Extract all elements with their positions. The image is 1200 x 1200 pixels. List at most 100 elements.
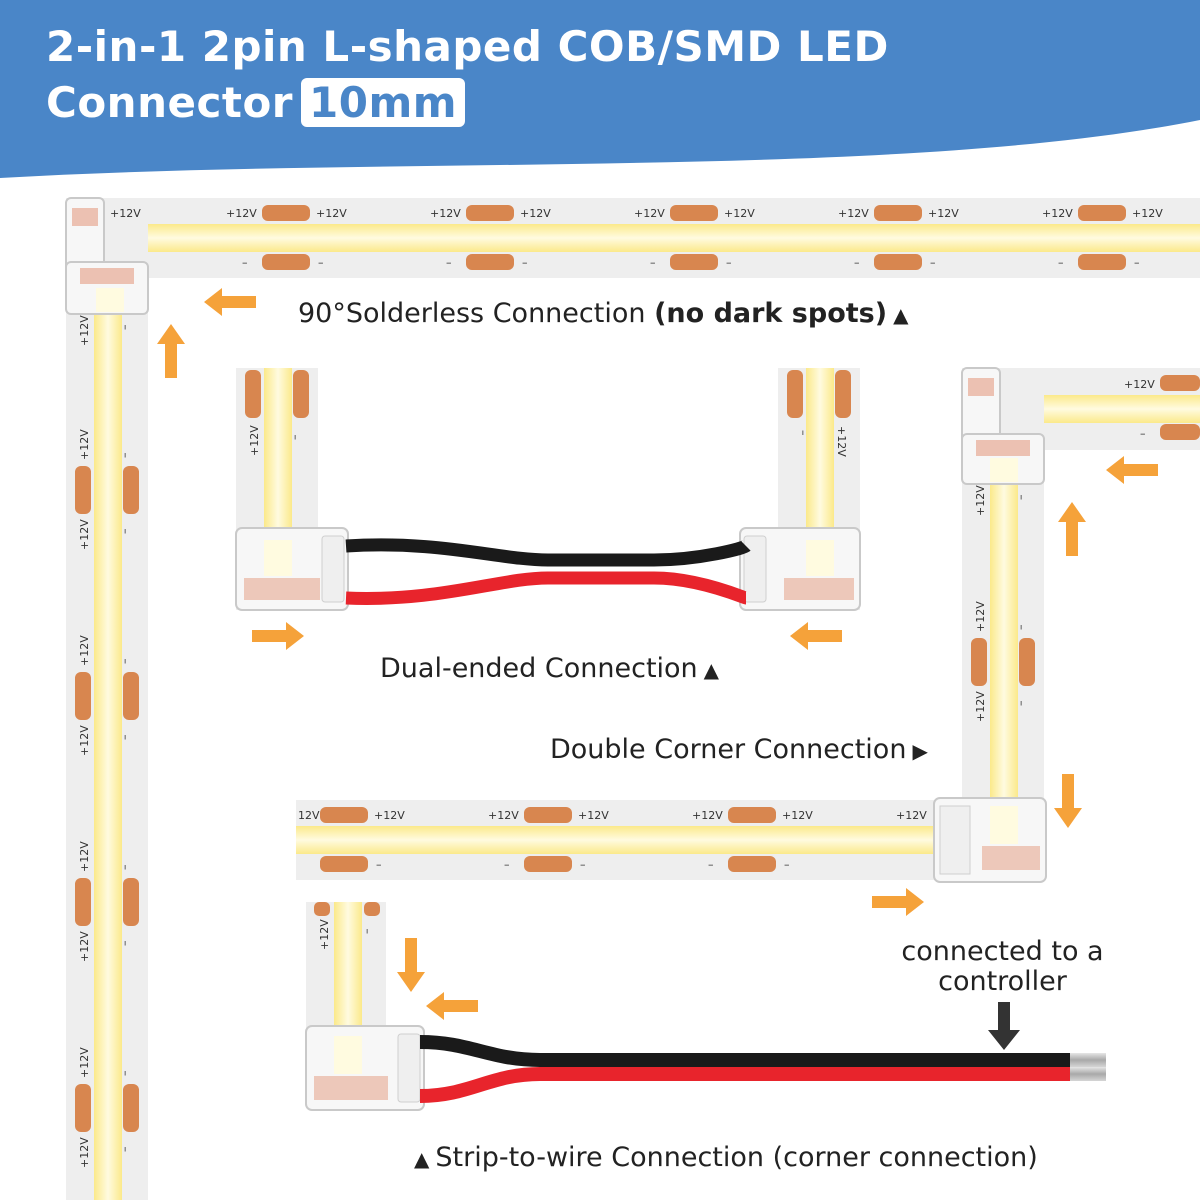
strip-positive-label: +12V xyxy=(1042,207,1073,220)
dual-cable xyxy=(345,538,751,605)
strip-negative-label: – xyxy=(118,1147,131,1153)
title-connector-word: Connector xyxy=(46,78,294,127)
strip-negative-label: – xyxy=(580,858,586,871)
flow-arrow-left-top xyxy=(204,288,256,316)
caption-solderless-text: 90°Solderless Connection xyxy=(298,298,646,329)
strip-negative-label: – xyxy=(854,256,860,269)
left-strip-labels: +12V +12V +12V +12V +12V +12V +12V +12V … xyxy=(78,315,131,1168)
dual-right-connector xyxy=(739,527,861,611)
strip-negative-label: – xyxy=(650,256,656,269)
dual-left-connector xyxy=(235,527,349,611)
strip-positive-label: +12V xyxy=(78,1047,91,1078)
flow-arrow-up-left xyxy=(157,324,185,378)
dc-bottom-strip: 12V +12V +12V+12V +12V+12V +12V – –– –– xyxy=(296,800,1044,880)
flow-arrow-stw-down xyxy=(397,938,425,992)
top-strip-pads xyxy=(262,205,1126,270)
strip-positive-label: +12V xyxy=(318,919,331,950)
strip-positive-label: +12V xyxy=(78,519,91,550)
strip-negative-label: – xyxy=(446,256,452,269)
strip-negative-label: – xyxy=(288,435,301,441)
strip-negative-label: – xyxy=(726,256,732,269)
strip-positive-label: +12V xyxy=(78,841,91,872)
strip-negative-label: – xyxy=(242,256,248,269)
strip-positive-label: +12V xyxy=(78,635,91,666)
caption-double-corner-text: Double Corner Connection xyxy=(550,734,907,765)
strip-positive-label: 12V xyxy=(298,809,320,822)
strip-negative-label: – xyxy=(1014,495,1027,501)
caption-solderless: 90°Solderless Connection (no dark spots)… xyxy=(298,298,914,329)
strip-negative-label: – xyxy=(1140,427,1146,440)
strip-positive-label: +12V xyxy=(248,425,261,456)
strip-positive-label: +12V xyxy=(520,207,551,220)
strip-negative-label: – xyxy=(118,659,131,665)
strip-positive-label: +12V xyxy=(78,931,91,962)
strip-positive-label: +12V xyxy=(974,485,987,516)
strip-negative-label: – xyxy=(708,858,714,871)
strip-positive-label: +12V xyxy=(78,429,91,460)
caption-solderless-emphasis: (no dark spots) xyxy=(654,298,888,329)
strip-negative-label: – xyxy=(118,1071,131,1077)
caption-double-corner: Double Corner Connection▶ xyxy=(550,734,934,765)
strip-positive-label: +12V xyxy=(692,809,723,822)
flow-arrow-dc-down xyxy=(1054,774,1082,828)
strip-positive-label: +12V xyxy=(430,207,461,220)
title-line-1: 2-in-1 2pin L-shaped COB/SMD LED xyxy=(46,22,889,71)
strip-negative-label: – xyxy=(376,858,382,871)
triangle-right-icon: ▶ xyxy=(912,739,928,763)
strip-negative-label: – xyxy=(118,941,131,947)
strip-negative-label: – xyxy=(118,865,131,871)
strip-positive-label: +12V xyxy=(974,691,987,722)
strip-positive-label: +12V xyxy=(782,809,813,822)
strip-positive-label: +12V xyxy=(928,207,959,220)
strip-negative-label: – xyxy=(118,453,131,459)
strip-positive-label: +12V xyxy=(78,725,91,756)
strip-negative-label: – xyxy=(797,430,810,436)
strip-positive-label: +12V xyxy=(634,207,665,220)
strip-positive-label: +12V xyxy=(724,207,755,220)
strip-negative-label: – xyxy=(504,858,510,871)
strip-positive-label: +12V xyxy=(78,315,91,346)
strip-positive-label: +12V xyxy=(1124,378,1155,391)
strip-positive-label: +12V xyxy=(226,207,257,220)
stw-connector xyxy=(305,1025,425,1111)
strip-positive-label: +12V xyxy=(488,809,519,822)
strip-positive-label: +12V xyxy=(78,1137,91,1168)
flow-arrow-dc-right xyxy=(872,888,924,916)
flow-arrow-dc-up xyxy=(1058,502,1086,556)
strip-negative-label: – xyxy=(1134,256,1140,269)
flow-arrow-dual-left xyxy=(252,622,304,650)
left-strip-pads xyxy=(75,466,139,1132)
strip-top-horizontal xyxy=(66,198,1200,278)
strip-positive-label: +12V xyxy=(838,207,869,220)
caption-controller-line1: connected to a xyxy=(901,936,1104,967)
strip-negative-label: – xyxy=(118,735,131,741)
caption-controller-line2: controller xyxy=(938,966,1067,997)
flow-arrow-stw-left xyxy=(426,992,478,1020)
triangle-up-icon: ▲ xyxy=(703,658,720,682)
strip-negative-label: – xyxy=(784,858,790,871)
strip-positive-label: +12V xyxy=(835,426,848,457)
controller-pointer-arrow xyxy=(988,1002,1020,1050)
strip-negative-label: – xyxy=(360,929,373,935)
strip-positive-label: +12V xyxy=(974,601,987,632)
strip-negative-label: – xyxy=(1014,625,1027,631)
strip-negative-label: – xyxy=(118,325,131,331)
strip-positive-label: +12V xyxy=(1132,207,1163,220)
top-strip-labels: +12V +12V +12V +12V +12V +12V +12V +12V +12V… xyxy=(110,207,1163,269)
dc-bottom-connector xyxy=(933,797,1047,883)
caption-strip-to-wire: ▲Strip-to-wire Connection (corner connec… xyxy=(408,1142,1038,1173)
strip-negative-label: – xyxy=(318,256,324,269)
strip-negative-label: – xyxy=(118,529,131,535)
caption-strip-to-wire-text: Strip-to-wire Connection (corner connect… xyxy=(435,1142,1038,1173)
strip-positive-label: +12V xyxy=(578,809,609,822)
corner-connector-main xyxy=(65,197,149,315)
caption-dual-text: Dual-ended Connection xyxy=(380,653,698,684)
strip-negative-label: – xyxy=(1014,701,1027,707)
strip-positive-label: +12V xyxy=(896,809,927,822)
dc-top-connector xyxy=(961,367,1045,485)
strip-negative-label: – xyxy=(522,256,528,269)
